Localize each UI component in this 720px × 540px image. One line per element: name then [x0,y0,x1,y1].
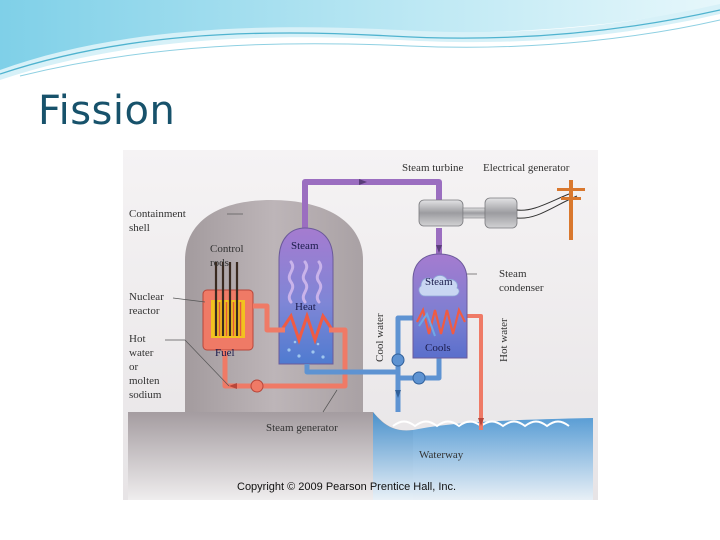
label-hot-water-2: water [129,347,154,359]
steam-flow-arrow-2 [436,245,442,253]
steam-pipe [302,179,442,230]
control-rods [214,262,239,336]
header-wave-decoration [0,0,720,80]
label-steam-condenser-1: Steam [499,268,527,280]
label-hot-water-4: molten [129,375,160,387]
cool-flow-arrow [395,390,401,398]
steam-flow-arrow-1 [359,179,367,185]
copyright-notice: Copyright © 2009 Pearson Prentice Hall, … [237,481,456,493]
ground [128,412,413,500]
power-wire-1 [516,193,570,211]
label-hot-water: Hot water [498,318,510,362]
condenser-cooling-coil [418,311,436,337]
label-nuclear-reactor-2: reactor [129,305,160,317]
label-cools: Cools [425,342,451,354]
condensate-pump [412,371,426,385]
label-hot-water-1: Hot [129,333,146,345]
hot-water-pipe-out [467,314,483,430]
label-hot-water-5: sodium [129,389,162,401]
label-heat: Heat [295,301,316,313]
hot-water-loop-top [253,303,285,333]
turbine-shaft [462,207,486,219]
label-hot-water-3: or [129,361,139,373]
label-steam-right: Steam [425,276,453,288]
condenser-steam-cloud [418,275,460,297]
fuel-rods [218,302,242,336]
label-nuclear-reactor-1: Nuclear [129,291,164,303]
hot-water-loop-bottom [222,327,348,389]
primary-pump [250,379,264,393]
label-steam-generator: Steam generator [266,422,338,434]
hot-water-flow-arrow [478,418,484,426]
leader-lines [165,213,477,413]
water-bubbles [287,340,325,359]
label-steam-turbine: Steam turbine [402,162,464,174]
waterway [373,412,593,500]
label-control-rods-1: Control [210,243,244,255]
hot-flow-arrow [229,383,237,389]
label-steam-left: Steam [291,240,319,252]
label-electrical-generator: Electrical generator [483,162,570,174]
label-control-rods-2: rods [210,257,229,269]
label-containment-shell-2: shell [129,222,150,234]
slide-title: Fission [38,88,176,134]
label-steam-condenser-2: condenser [499,282,544,294]
power-pole [557,180,585,240]
label-containment-shell-1: Containment [129,208,186,220]
cool-water-pump [391,353,405,367]
label-fuel: Fuel [215,347,235,359]
nuclear-power-plant-diagram: Steam turbine Electrical generator Conta… [123,150,598,500]
electrical-generator [484,197,518,229]
heat-exchanger-coil [281,311,333,345]
steam-turbine [418,199,464,227]
condenser-return-pipe [398,358,442,381]
steam-wisps [287,260,323,304]
label-waterway: Waterway [419,449,464,461]
label-cool-water: Cool water [374,313,386,362]
